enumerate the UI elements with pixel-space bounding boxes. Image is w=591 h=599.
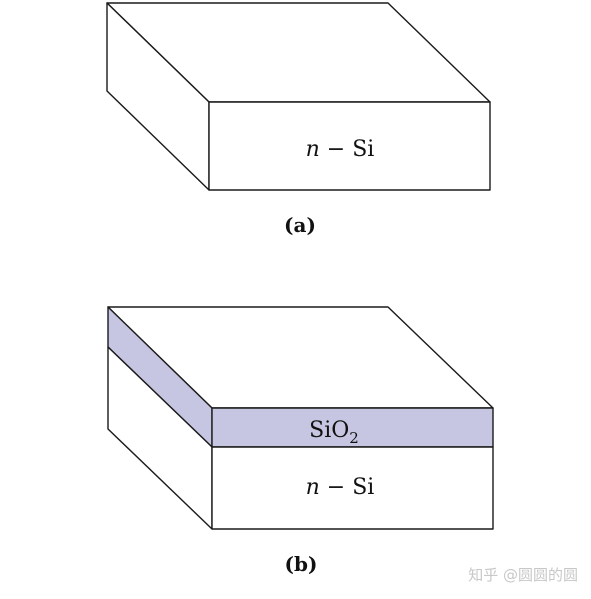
- figure-b-caption: (b): [285, 552, 318, 576]
- figure-b-front-silicon-face: [211, 446, 494, 530]
- figure-b-n-letter: n: [306, 475, 320, 500]
- figure-b-si-text: − Si: [320, 475, 375, 500]
- figure-a-caption: (a): [284, 213, 316, 237]
- figure-a: n − Si (a): [106, 2, 491, 237]
- figure-b-n-si-label: n − Si: [306, 475, 375, 500]
- figure-a-n-letter: n: [306, 137, 320, 162]
- figure-b-sio-text: SiO: [309, 418, 349, 443]
- figure-a-si-text: − Si: [320, 137, 375, 162]
- figure-b: SiO2 n − Si (b): [107, 306, 494, 576]
- figure-a-n-si-label: n − Si: [306, 137, 375, 162]
- watermark-text: 知乎 @圆圆的圆: [468, 566, 578, 584]
- figure-a-front-face: [208, 101, 491, 191]
- figure-b-subscript-2: 2: [349, 429, 359, 447]
- figure-b-sio2-label: SiO2: [309, 418, 359, 447]
